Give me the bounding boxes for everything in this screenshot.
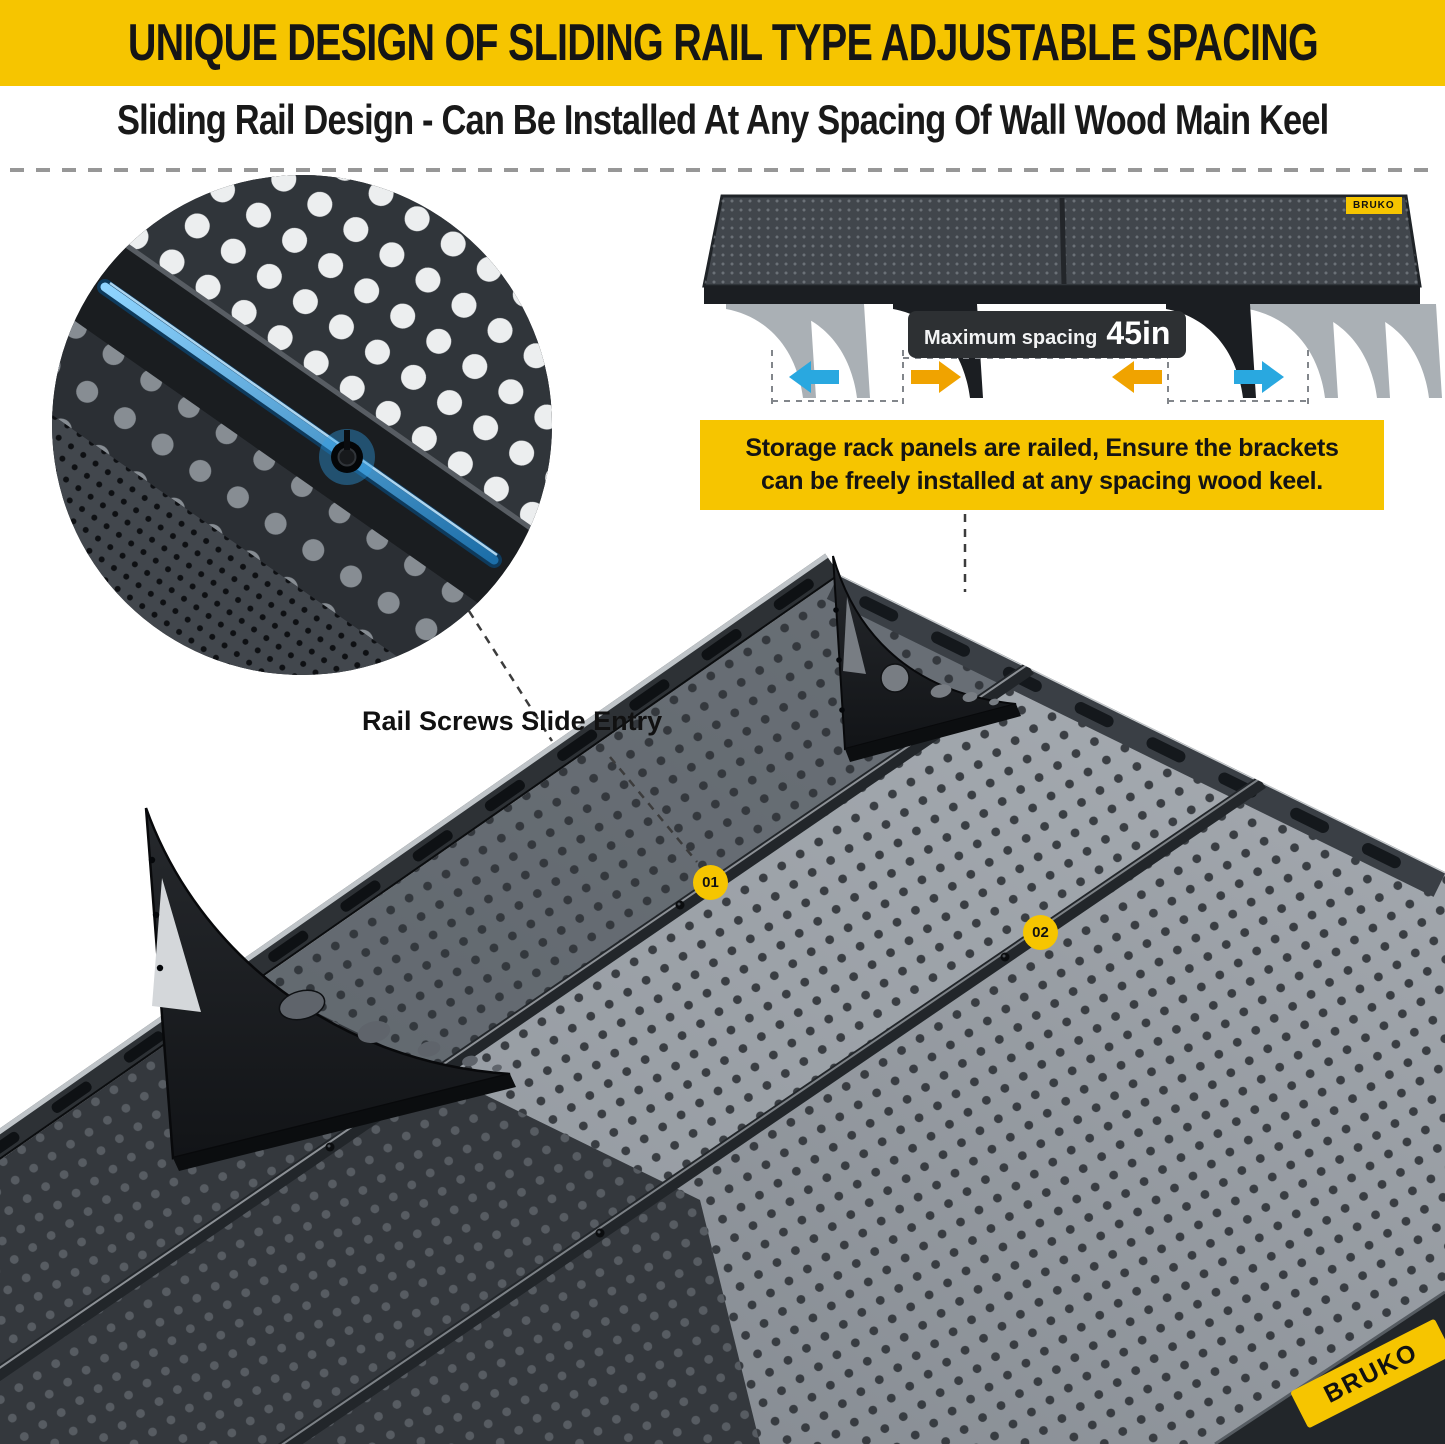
rail-rod [97, 279, 502, 568]
badge-01: 01 [693, 865, 728, 900]
slide-arrows [789, 361, 1284, 393]
bracket-foot [845, 704, 1021, 762]
sliding-rail-1 [0, 662, 1034, 1406]
maximum-spacing-chip: Maximum spacing 45in [908, 311, 1187, 358]
ghost-bracket [1248, 304, 1338, 398]
main-shelf-panel [0, 553, 1445, 1444]
subtitle-row: Sliding Rail Design - Can Be Installed A… [0, 96, 1445, 144]
ghost-bracket [1352, 304, 1442, 398]
title-banner: UNIQUE DESIGN OF SLIDING RAIL TYPE ADJUS… [0, 0, 1445, 86]
panel-seam [1059, 197, 1067, 285]
ghost-bracket [1300, 304, 1390, 398]
right-bracket [832, 555, 1021, 762]
shelf-front-edge [704, 286, 1420, 304]
bracket-foot [173, 1074, 516, 1171]
badge-02: 02 [1023, 915, 1058, 950]
sliding-rail-2 [116, 776, 1266, 1444]
page-title: UNIQUE DESIGN OF SLIDING RAIL TYPE ADJUS… [127, 14, 1318, 72]
rail-screws-label: Rail Screws Slide Entry [362, 706, 663, 736]
dashed-divider [10, 168, 1435, 172]
spacing-guides [771, 350, 1309, 404]
maximum-spacing-label: Maximum spacing [924, 327, 1098, 349]
info-line-2: can be freely installed at any spacing w… [761, 467, 1323, 495]
wall-shelf-render [702, 194, 1442, 404]
page-subtitle: Sliding Rail Design - Can Be Installed A… [116, 96, 1329, 143]
ghost-bracket [726, 304, 816, 398]
arrow-left-blue-icon [789, 361, 839, 393]
arrow-right-blue-icon [1234, 361, 1284, 393]
info-callout-box: Storage rack panels are railed, Ensure t… [700, 420, 1384, 510]
leader-lines [467, 514, 967, 863]
left-bracket [144, 807, 516, 1171]
rail-screw-detail [319, 429, 375, 485]
arrow-right-yellow-icon [911, 361, 961, 393]
maximum-spacing-value: 45in [1106, 315, 1171, 351]
brand-logo-small: BRUKO [1346, 197, 1402, 214]
ghost-bracket [780, 304, 870, 398]
info-line-1: Storage rack panels are railed, Ensure t… [745, 434, 1339, 462]
rail-screws [325, 900, 1010, 1238]
arrow-left-yellow-icon [1112, 361, 1162, 393]
installed-bracket [1166, 304, 1256, 398]
